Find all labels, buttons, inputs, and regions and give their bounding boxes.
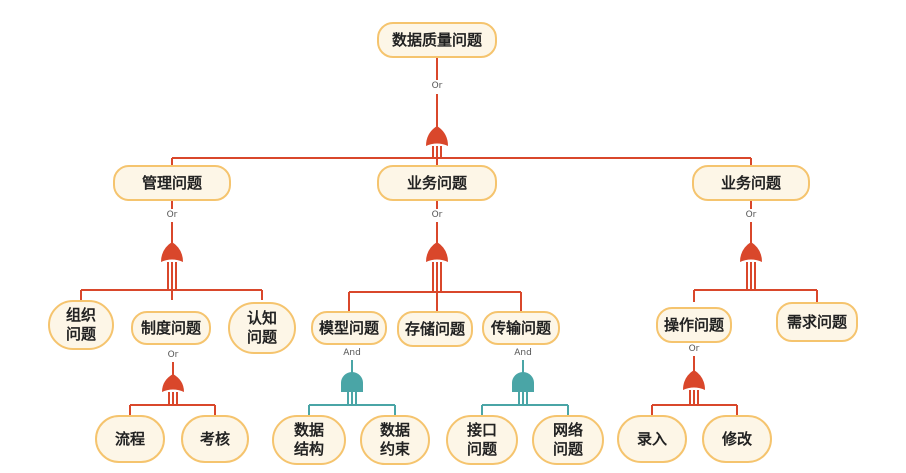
node-policy[interactable]: 制度问题	[131, 311, 211, 345]
node-requirement[interactable]: 需求问题	[776, 302, 858, 342]
business-right-or-gate	[740, 242, 762, 262]
node-data-structure[interactable]: 数据结构	[272, 415, 346, 465]
node-assessment[interactable]: 考核	[181, 415, 249, 463]
node-model[interactable]: 模型问题	[311, 311, 387, 345]
gate-label-business-right: Or	[745, 210, 757, 220]
gate-label-policy: Or	[167, 350, 179, 360]
node-business-mid[interactable]: 业务问题	[377, 165, 497, 201]
model-and-gate	[341, 372, 363, 392]
node-operation[interactable]: 操作问题	[656, 307, 732, 343]
node-process[interactable]: 流程	[95, 415, 165, 463]
node-organization[interactable]: 组织问题	[48, 300, 114, 350]
node-data-constraint[interactable]: 数据约束	[360, 415, 430, 465]
node-input[interactable]: 录入	[617, 415, 687, 463]
gate-label-root: Or	[431, 81, 443, 91]
node-cognition[interactable]: 认知问题	[228, 302, 296, 354]
gate-label-management: Or	[166, 210, 178, 220]
gate-label-model: And	[343, 348, 361, 358]
transport-and-gate	[512, 372, 534, 392]
gate-label-business-mid: Or	[431, 210, 443, 220]
node-interface[interactable]: 接口问题	[446, 415, 518, 465]
business-mid-or-gate	[426, 242, 448, 262]
gate-label-transport: And	[514, 348, 532, 358]
policy-or-gate	[162, 374, 184, 392]
node-management[interactable]: 管理问题	[113, 165, 231, 201]
operation-or-gate	[683, 370, 705, 390]
node-network[interactable]: 网络问题	[532, 415, 604, 465]
node-transport[interactable]: 传输问题	[482, 311, 560, 345]
node-business-right[interactable]: 业务问题	[692, 165, 810, 201]
node-root[interactable]: 数据质量问题	[377, 22, 497, 58]
node-storage[interactable]: 存储问题	[397, 311, 473, 347]
management-or-gate	[161, 242, 183, 262]
node-modify[interactable]: 修改	[702, 415, 772, 463]
root-or-gate	[426, 126, 448, 146]
gate-label-operation: Or	[688, 344, 700, 354]
